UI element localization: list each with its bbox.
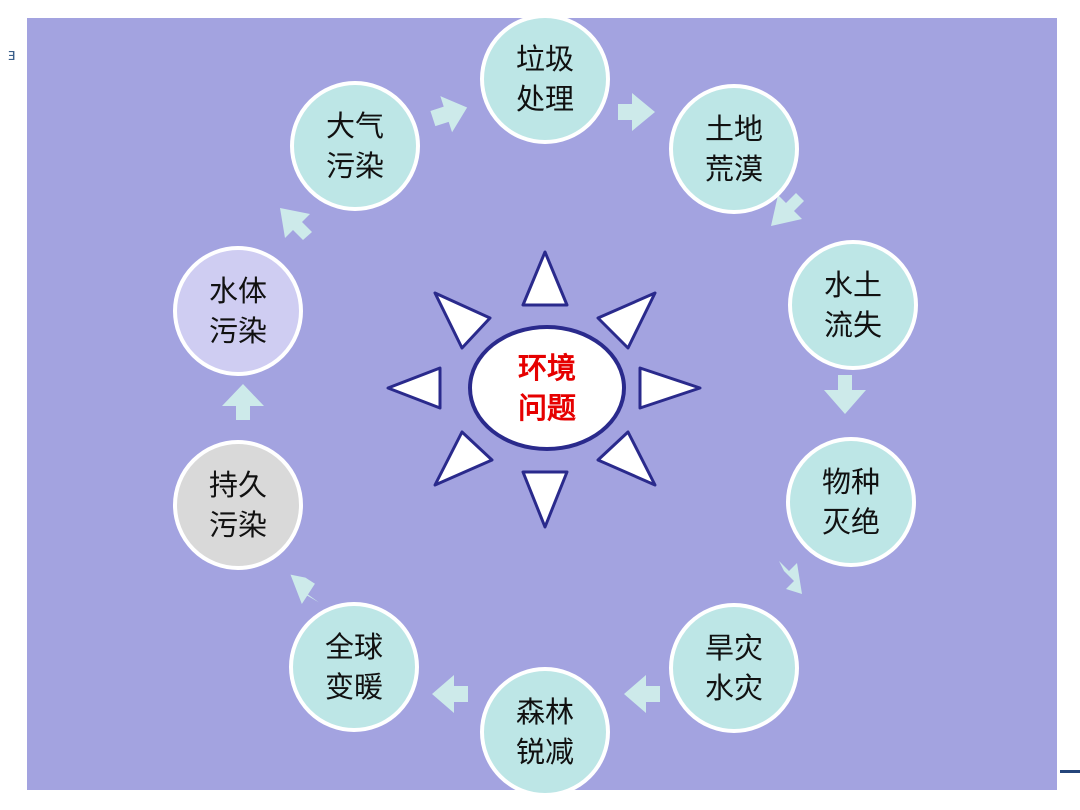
arrow-2 <box>771 193 804 226</box>
ray-down <box>521 470 569 529</box>
node-label-line1: 全球 <box>324 630 383 664</box>
node-water-pollution: 水体污染 <box>173 246 303 376</box>
ray-left <box>386 366 442 410</box>
ray-right <box>638 366 702 410</box>
node-garbage-disposal: 垃圾处理 <box>480 14 610 144</box>
ray-up-left <box>433 291 492 350</box>
center-label-line2: 问题 <box>517 391 576 425</box>
node-label-line2: 污染 <box>208 508 267 542</box>
node-label-line1: 水体 <box>208 274 267 308</box>
arrow-3 <box>824 375 866 414</box>
node-label-line2: 灭绝 <box>821 505 880 539</box>
node-label-line2: 锐减 <box>515 735 574 769</box>
node-global-warming: 全球变暖 <box>289 602 419 732</box>
center-environment-problems: 环境 问题 <box>468 325 626 451</box>
arrow-8 <box>222 384 264 420</box>
node-label-line1: 森林 <box>515 695 574 729</box>
node-deforestation: 森林锐减 <box>480 667 610 797</box>
node-label-line1: 水土 <box>823 268 882 302</box>
node-label-line2: 水灾 <box>704 671 763 705</box>
ray-down-right <box>596 430 657 487</box>
node-drought-flood: 旱灾水灾 <box>669 603 799 733</box>
node-label-line1: 持久 <box>208 468 267 502</box>
node-label-line2: 污染 <box>325 149 384 183</box>
arrow-6 <box>432 675 468 713</box>
arrow-5 <box>624 675 660 713</box>
ray-down-left <box>433 430 494 487</box>
node-air-pollution: 大气污染 <box>290 81 420 211</box>
center-label-line1: 环境 <box>517 351 576 385</box>
arrow-4 <box>779 561 802 594</box>
arrow-9 <box>280 208 312 240</box>
node-soil-erosion: 水土流失 <box>788 240 918 370</box>
node-label-line1: 大气 <box>325 109 384 143</box>
node-persistent-pollution: 持久污染 <box>173 440 303 570</box>
node-label-line2: 污染 <box>208 314 267 348</box>
node-label-line2: 荒漠 <box>704 152 763 186</box>
node-label-line2: 处理 <box>515 82 574 116</box>
node-label-line1: 垃圾 <box>515 42 574 76</box>
node-label-line1: 土地 <box>704 112 763 146</box>
node-label-line1: 物种 <box>821 465 880 499</box>
node-label-line2: 流失 <box>823 308 882 342</box>
arrow-1 <box>618 93 655 131</box>
arrow-10 <box>430 96 468 133</box>
node-species-extinction: 物种灭绝 <box>786 437 916 567</box>
ray-up-right <box>596 291 657 350</box>
node-label-line2: 变暖 <box>324 670 383 704</box>
node-desertification: 土地荒漠 <box>669 84 799 214</box>
edge-line <box>1060 770 1080 773</box>
node-label-line1: 旱灾 <box>704 631 763 665</box>
corner-mark: ⱻ <box>8 45 16 64</box>
arrow-7 <box>290 574 319 604</box>
ray-up <box>521 250 569 307</box>
